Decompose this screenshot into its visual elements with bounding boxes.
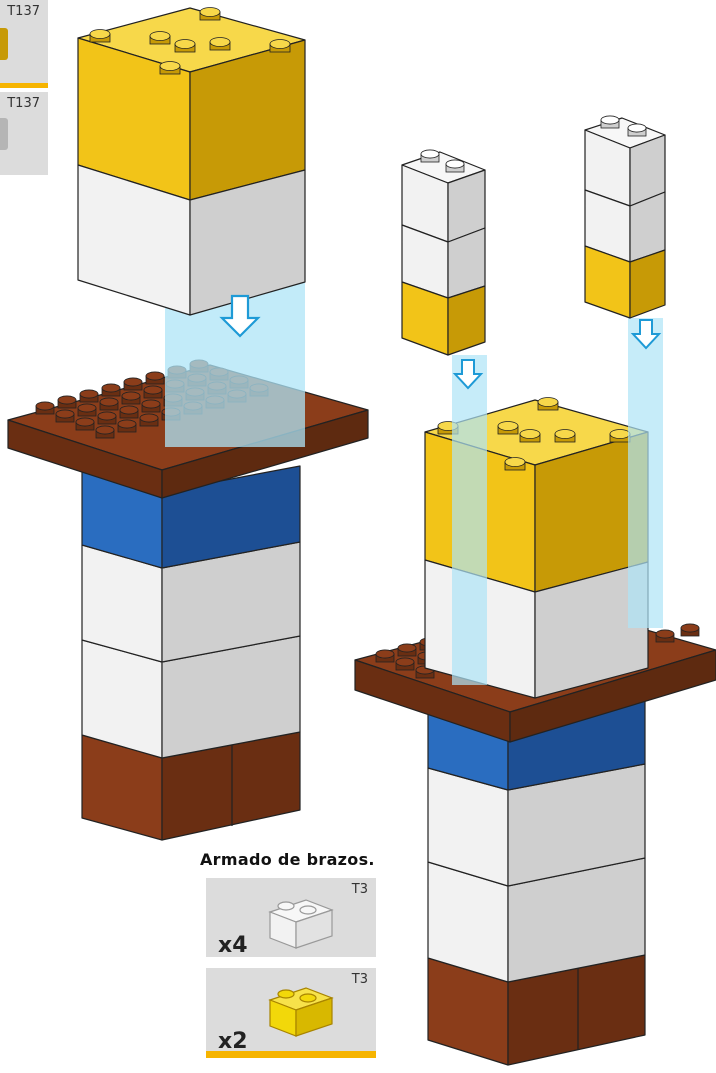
part-code: T137 bbox=[7, 96, 40, 111]
stud-top bbox=[90, 30, 110, 39]
stud-top bbox=[36, 402, 54, 410]
stud-top bbox=[144, 386, 162, 394]
left-floating-brick bbox=[78, 8, 305, 315]
stud-top bbox=[142, 400, 160, 408]
stud-top bbox=[78, 404, 96, 412]
parts-card-yellow-t137: T137 bbox=[0, 0, 48, 88]
stud-top bbox=[628, 124, 646, 132]
stud-top bbox=[270, 40, 290, 49]
stud-top bbox=[681, 624, 699, 632]
card-accent-bar bbox=[206, 1051, 376, 1058]
yellow-brick-icon bbox=[0, 28, 10, 62]
stud-top bbox=[118, 420, 136, 428]
arm-left bbox=[402, 152, 485, 355]
stud-top bbox=[98, 412, 116, 420]
white-brick-icon bbox=[0, 118, 10, 152]
stud-top bbox=[601, 116, 619, 124]
stud-top bbox=[446, 160, 464, 168]
stud-top bbox=[120, 406, 138, 414]
card-accent-bar bbox=[0, 83, 48, 88]
stud-top bbox=[58, 396, 76, 404]
stud-top bbox=[100, 398, 118, 406]
stud-top bbox=[76, 418, 94, 426]
parts-card-yellow-t3: T3 x2 bbox=[206, 968, 376, 1058]
stud-top bbox=[505, 458, 525, 467]
stud-top bbox=[124, 378, 142, 386]
card-accent-bar bbox=[206, 957, 376, 962]
stud-top bbox=[140, 414, 158, 422]
stud-top bbox=[520, 430, 540, 439]
part-code: T137 bbox=[7, 4, 40, 19]
stud-top bbox=[398, 644, 416, 652]
right-tower bbox=[428, 688, 645, 1065]
left-tower bbox=[82, 466, 300, 840]
stud-top bbox=[96, 426, 114, 434]
stud-top bbox=[200, 8, 220, 17]
white-2x1-brick-icon bbox=[266, 890, 336, 950]
stud-top bbox=[56, 410, 74, 418]
stud-top bbox=[210, 38, 230, 47]
section-title: Armado de brazos. bbox=[200, 850, 375, 869]
stud-top bbox=[656, 630, 674, 638]
part-code: T3 bbox=[352, 882, 368, 897]
stud-top bbox=[175, 40, 195, 49]
stud-top bbox=[610, 430, 630, 439]
card-accent-bar bbox=[0, 175, 48, 180]
stud-top bbox=[122, 392, 140, 400]
stud-top bbox=[102, 384, 120, 392]
yellow-2x1-brick-icon bbox=[266, 978, 336, 1038]
stud-top bbox=[80, 390, 98, 398]
quantity: x4 bbox=[218, 933, 248, 958]
right-guide-beam-1 bbox=[452, 355, 487, 685]
right-guide-beam-2 bbox=[628, 318, 663, 628]
part-code: T3 bbox=[352, 972, 368, 987]
parts-card-white-t137: T137 bbox=[0, 92, 48, 180]
stud-top bbox=[160, 62, 180, 71]
stud-top bbox=[396, 658, 414, 666]
stud-top bbox=[421, 150, 439, 158]
stud-top bbox=[538, 398, 558, 407]
arm-right bbox=[585, 118, 665, 318]
parts-card-white-t3: T3 x4 bbox=[206, 878, 376, 962]
stud-top bbox=[376, 650, 394, 658]
stud-top bbox=[146, 372, 164, 380]
stud-top bbox=[150, 32, 170, 41]
stud-top bbox=[555, 430, 575, 439]
stud-top bbox=[498, 422, 518, 431]
